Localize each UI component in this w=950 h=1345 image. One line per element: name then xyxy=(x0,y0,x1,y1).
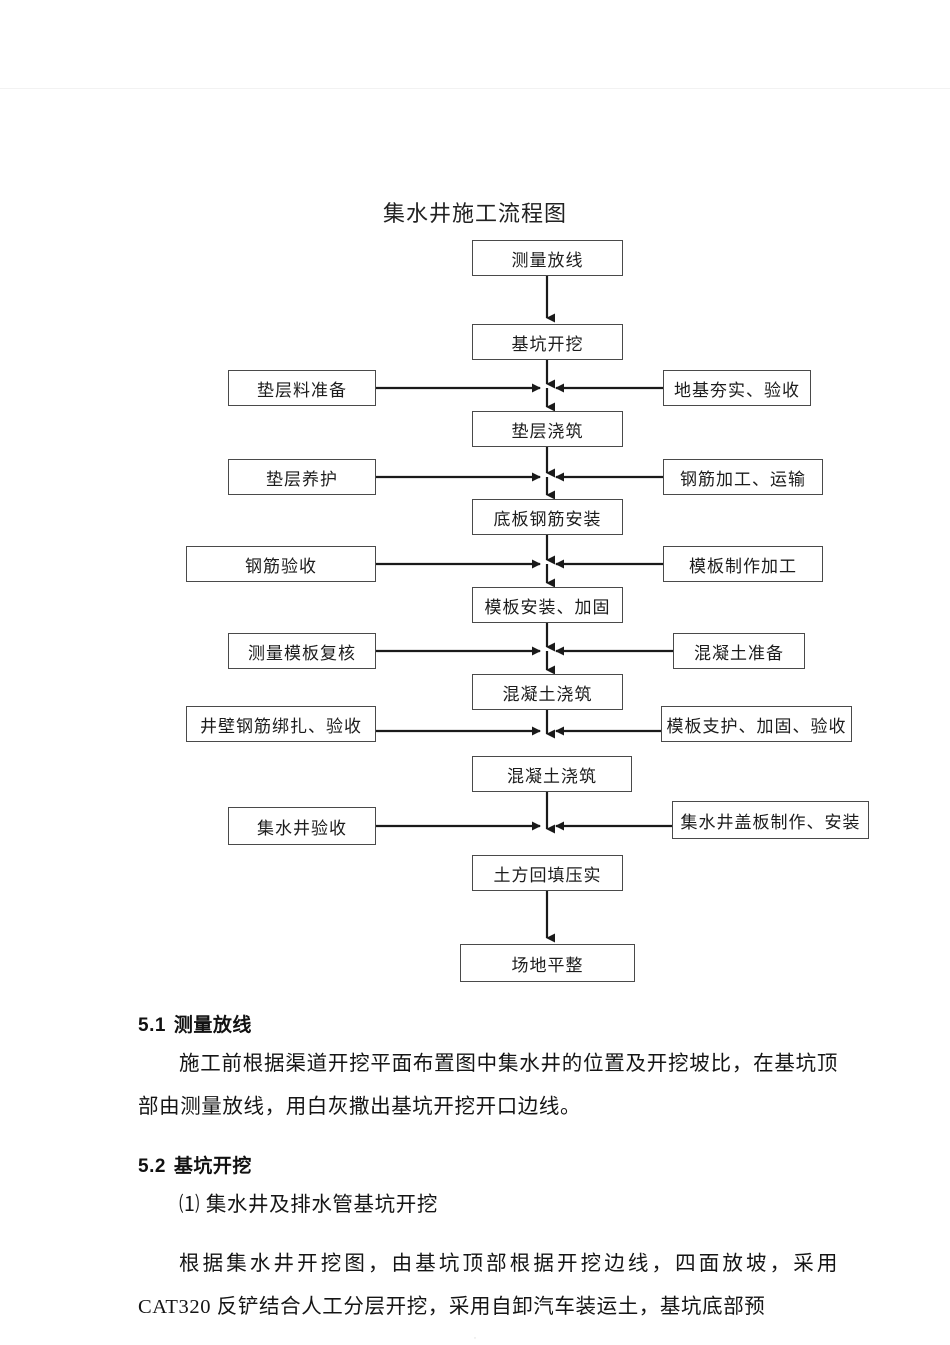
flow-node-cushion-pouring: 垫层浇筑 xyxy=(472,411,623,447)
flowchart-connectors xyxy=(376,276,673,943)
section-5-2-paragraph-2: 根据集水井开挖图，由基坑顶部根据开挖边线，四面放坡，采用 CAT320 反铲结合… xyxy=(138,1253,838,1318)
flow-node-formwork-support: 模板支护、加固、验收 xyxy=(661,706,852,742)
flow-node-wall-rebar-binding: 井壁钢筋绑扎、验收 xyxy=(186,706,376,742)
flow-node-rebar-acceptance: 钢筋验收 xyxy=(186,546,376,582)
flow-node-subgrade-compaction: 地基夯实、验收 xyxy=(663,370,811,406)
section-number-5-1: 5.1 xyxy=(138,1015,166,1036)
section-heading-5-2: 5.2 基坑开挖 xyxy=(138,1151,838,1178)
flow-node-formwork-fabrication: 模板制作加工 xyxy=(663,546,823,582)
flow-node-base-rebar-install: 底板钢筋安装 xyxy=(472,499,623,535)
flow-node-measure-layout: 测量放线 xyxy=(472,240,623,276)
flow-node-foundation-pit-excavation: 基坑开挖 xyxy=(472,324,623,360)
section-heading-5-1: 5.1 测量放线 xyxy=(138,1010,838,1037)
flow-node-cushion-curing: 垫层养护 xyxy=(228,459,376,495)
section-number-5-2: 5.2 xyxy=(138,1156,166,1177)
flow-node-formwork-install: 模板安装、加固 xyxy=(472,587,623,623)
flow-node-formwork-survey-check: 测量模板复核 xyxy=(228,633,376,669)
flowchart-title: 集水井施工流程图 xyxy=(382,201,567,226)
flow-node-site-leveling: 场地平整 xyxy=(460,944,635,982)
flow-node-cushion-material-prep: 垫层料准备 xyxy=(228,370,376,406)
flow-node-sump-acceptance: 集水井验收 xyxy=(228,807,376,845)
flow-node-backfill-compaction: 土方回填压实 xyxy=(472,855,623,891)
section-spacer-1 xyxy=(138,1129,838,1151)
section-spacer-2 xyxy=(138,1227,838,1243)
flow-node-sump-cover-fabrication: 集水井盖板制作、安装 xyxy=(672,801,869,839)
section-title-5-2: 基坑开挖 xyxy=(173,1156,252,1177)
flow-node-concrete-pouring-1: 混凝土浇筑 xyxy=(472,674,623,710)
page-header-rule xyxy=(0,88,950,89)
document-body: 5.1 测量放线 施工前根据渠道开挖平面布置图中集水井的位置及开挖坡比，在基坑顶部… xyxy=(138,1010,838,1329)
flow-node-rebar-fabrication: 钢筋加工、运输 xyxy=(663,459,823,495)
section-5-2-paragraph-1: ⑴ 集水井及排水管基坑开挖 xyxy=(179,1194,438,1216)
flow-node-concrete-prep: 混凝土准备 xyxy=(673,633,805,669)
section-title-5-1: 测量放线 xyxy=(173,1015,252,1036)
flowchart-diagram: 集水井施工流程图 xyxy=(186,201,869,982)
page-footer-mark: · xyxy=(473,1333,477,1343)
section-5-1-paragraph-1: 施工前根据渠道开挖平面布置图中集水井的位置及开挖坡比，在基坑顶部由测量放线，用白… xyxy=(138,1053,838,1118)
flow-node-concrete-pouring-2: 混凝土浇筑 xyxy=(472,756,632,792)
